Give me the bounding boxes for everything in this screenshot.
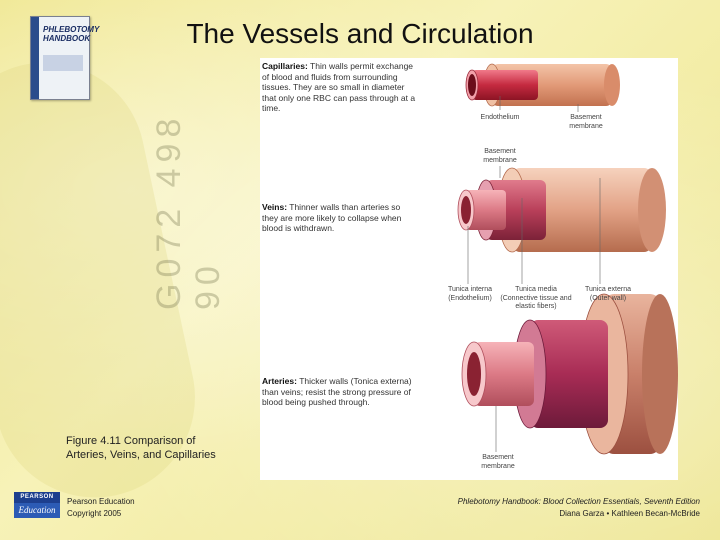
book-credit: Phlebotomy Handbook: Blood Collection Es…	[458, 496, 700, 520]
arteries-term: Arteries:	[262, 376, 297, 386]
veins-annotation: Veins: Thinner walls than arteries so th…	[262, 202, 410, 234]
label-endothelium: Endothelium	[480, 114, 520, 121]
pearson-logo-top: PEARSON	[14, 492, 60, 503]
capillary-illustration	[465, 63, 620, 107]
book-cover-thumbnail: PHLEBOTOMY HANDBOOK	[30, 16, 100, 100]
label-leader-lines	[467, 96, 601, 452]
veins-term: Veins:	[262, 202, 288, 212]
vessel-illustration	[457, 63, 678, 455]
label-basement-membrane-artery: Basement membrane	[481, 454, 515, 470]
vessel-diagram: Capillaries: Thin walls permit exchange …	[260, 58, 678, 480]
figure-caption: Figure 4.11 Comparison of Arteries, Vein…	[66, 434, 216, 462]
figure-caption-line-2: Arteries, Veins, and Capillaries	[66, 449, 216, 461]
book-credit-title: Phlebotomy Handbook: Blood Collection Es…	[457, 497, 700, 506]
background-barcode-text: G072 498 90	[150, 112, 227, 310]
label-tunica-media: Tunica media (Connective tissue and elas…	[500, 286, 572, 310]
capillaries-description: Thin walls permit exchange of blood and …	[262, 61, 416, 113]
capillaries-term: Capillaries:	[262, 61, 308, 71]
book-cover-title: PHLEBOTOMY HANDBOOK	[43, 25, 100, 43]
arteries-annotation: Arteries: Thicker walls (Tonica externa)…	[262, 376, 418, 408]
book-spine-strip	[31, 17, 39, 99]
vein-illustration	[457, 167, 666, 253]
artery-illustration	[461, 293, 678, 455]
pearson-logo-bottom: Education	[14, 503, 60, 518]
pearson-education-logo: PEARSON Education	[14, 492, 60, 518]
capillaries-annotation: Capillaries: Thin walls permit exchange …	[262, 61, 418, 114]
label-tunica-externa: Tunica externa (Outer wall)	[584, 286, 632, 302]
publisher-info: Pearson Education Copyright 2005	[67, 496, 135, 520]
book-cover-image	[43, 55, 83, 71]
book-credit-authors: Diana Garza • Kathleen Becan-McBride	[559, 509, 700, 518]
figure-caption-line-1: Figure 4.11 Comparison of	[66, 435, 196, 447]
copyright-text: Copyright 2005	[67, 509, 122, 518]
veins-description: Thinner walls than arteries so they are …	[262, 202, 402, 233]
label-tunica-interna: Tunica interna (Endothelium)	[447, 286, 493, 302]
arteries-description: Thicker walls (Tonica externa) than vein…	[262, 376, 412, 407]
label-basement-membrane-capillary: Basement membrane	[569, 114, 603, 130]
slide-title: The Vessels and Circulation	[186, 18, 534, 49]
publisher-name: Pearson Education	[67, 497, 135, 506]
label-basement-membrane-vein: Basement membrane	[483, 148, 517, 164]
